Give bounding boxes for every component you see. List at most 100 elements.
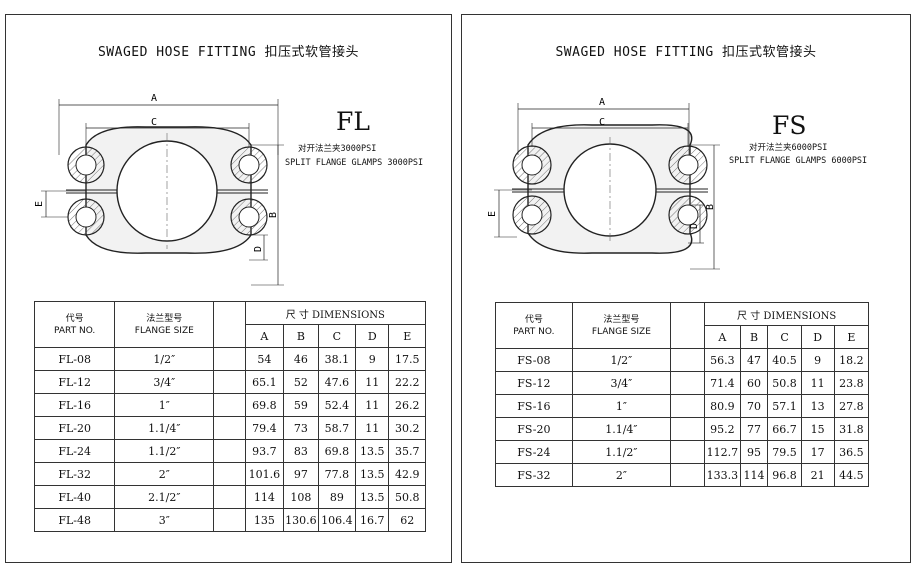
dim-column-header: D [355,324,390,348]
dim-label-d: D [253,246,264,252]
part-number-cell: FL-32 [33,462,116,486]
dimension-cell: 130.6 [283,508,319,532]
dimension-cell: 11 [355,416,390,440]
blank-cell [213,439,246,463]
dimension-cell: 23.8 [833,371,870,395]
dimension-cell: 54 [244,347,285,371]
part-number-cell: FS-08 [495,348,573,372]
flange-size-cell: 2″ [114,462,215,486]
dimension-cell: 9 [355,347,390,371]
dimension-cell: 101.6 [244,462,285,486]
dim-label-c: C [151,117,157,128]
dimension-cell: 17 [800,440,835,464]
dim-label-a: A [599,97,605,108]
flange-size-cell: 3/4″ [571,371,672,395]
part-number-cell: FS-16 [495,394,573,418]
blank-cell [213,508,246,532]
dimension-cell: 11 [355,370,390,394]
dimension-cell: 95 [739,440,769,464]
spec-cn: 对开法兰夹6000PSI [749,143,828,153]
spec-en: SPLIT FLANGE GLAMPS 3000PSI [285,158,424,168]
part-number-cell: FL-16 [33,393,116,417]
flange-size-cell: 2.1/2″ [114,485,215,509]
part-number-cell: FS-20 [495,417,573,441]
dim-label-b: B [705,204,716,210]
flange-size-cell: 1″ [571,394,672,418]
dim-label-e: E [34,201,45,207]
series-code: FL [336,107,370,136]
dimension-cell: 60 [739,371,769,395]
dim-column-header: E [833,325,870,349]
dimension-cell: 59 [283,393,319,417]
dimension-cell: 46 [283,347,319,371]
dimension-cell: 42.9 [388,462,426,486]
part-number-cell: FS-24 [495,440,573,464]
dimension-cell: 58.7 [317,416,357,440]
spec-en: SPLIT FLANGE GLAMPS 6000PSI [729,156,868,166]
part-number-cell: FL-08 [33,347,116,371]
dimension-cell: 93.7 [244,439,285,463]
dimension-cell: 27.8 [833,394,870,418]
dim-column-header: B [283,324,319,348]
blank-cell [213,416,246,440]
dim-label-c: C [599,117,605,128]
blank-cell [670,394,706,418]
blank-cell [670,440,706,464]
dimension-cell: 97 [283,462,319,486]
blank-cell [213,347,246,371]
dimension-cell: 106.4 [317,508,357,532]
dim-label-a: A [151,93,157,104]
fs-panel: SWAGED HOSE FITTING 扣压式软管接头 [461,14,911,563]
dimension-cell: 133.3 [704,463,741,487]
panel-title: SWAGED HOSE FITTING 扣压式软管接头 [555,45,817,60]
dimension-cell: 80.9 [704,394,741,418]
dimension-cell: 114 [739,463,769,487]
dimension-cell: 35.7 [388,439,426,463]
part-number-cell: FL-48 [33,508,116,532]
dimension-cell: 26.2 [388,393,426,417]
dimension-cell: 47 [739,348,769,372]
dimension-cell: 112.7 [704,440,741,464]
dimension-cell: 62 [388,508,426,532]
dim-column-header: D [800,325,835,349]
dimension-cell: 16.7 [355,508,390,532]
dimension-cell: 79.5 [767,440,802,464]
dimension-cell: 52.4 [317,393,357,417]
dimension-cell: 95.2 [704,417,741,441]
dimension-cell: 11 [800,371,835,395]
blank-cell [213,462,246,486]
dimension-cell: 96.8 [767,463,802,487]
blank-cell [213,370,246,394]
dimension-cell: 13 [800,394,835,418]
spec-cn: 对开法兰夹3000PSI [298,144,377,154]
blank-cell [670,348,706,372]
dimension-cell: 11 [355,393,390,417]
blank-cell [670,417,706,441]
blank-cell [670,463,706,487]
flange-size-cell: 1″ [114,393,215,417]
dimension-cell: 79.4 [244,416,285,440]
part-number-cell: FL-12 [33,370,116,394]
fl-panel: SWAGED HOSE FITTING 扣压式软管接头 [5,14,452,563]
dimensions-header: 尺 寸 DIMENSIONS [704,302,869,326]
dimension-cell: 22.2 [388,370,426,394]
blank-cell [213,393,246,417]
flange-size-cell: 1.1/2″ [571,440,672,464]
dim-column-header: E [388,324,426,348]
dimension-cell: 21 [800,463,835,487]
dimension-cell: 56.3 [704,348,741,372]
panel-title: SWAGED HOSE FITTING 扣压式软管接头 [97,45,360,60]
